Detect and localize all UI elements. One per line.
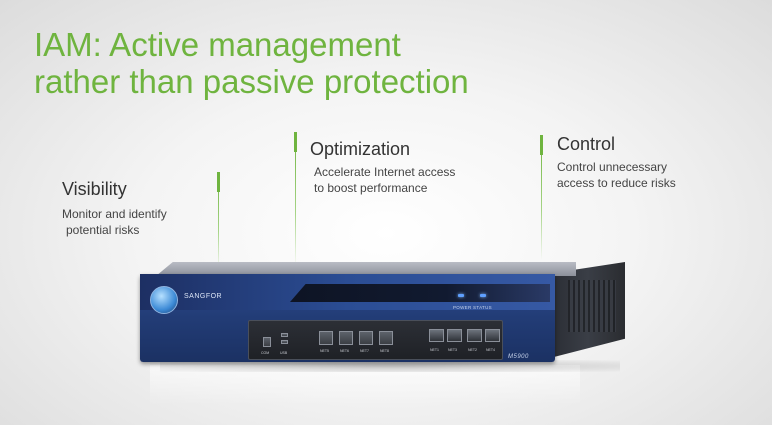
feature-visibility: Visibility Monitor and identify potentia… (62, 178, 167, 238)
network-appliance-image: SANGFOR POWER STATUS COM USB NET5 NET6 N… (140, 262, 625, 372)
headline-line-2: rather than passive protection (34, 63, 469, 100)
feature-optimization-desc-line-1: Accelerate Internet access (314, 165, 456, 179)
usb-port-icon (281, 340, 288, 344)
feature-optimization-desc-line-2: to boost performance (314, 181, 428, 195)
headline-line-1: IAM: Active management (34, 26, 401, 63)
appliance-vents (568, 280, 616, 332)
net2-port-label: NET2 (468, 348, 477, 352)
feature-control-desc-line-1: Control unnecessary (557, 160, 668, 174)
appliance-top-panel (156, 262, 576, 276)
feature-visibility-desc-line-2: potential risks (66, 223, 140, 237)
net7-port-label: NET7 (360, 349, 369, 353)
optimization-pointer-line (294, 132, 297, 267)
net7-port-icon (359, 331, 373, 345)
appliance-shadow (160, 360, 620, 372)
net5-port-label: NET5 (320, 349, 329, 353)
net1-port-icon (429, 329, 444, 342)
net1-port-label: NET1 (430, 348, 439, 352)
net3-port-label: NET3 (448, 348, 457, 352)
brand-label: SANGFOR (184, 293, 223, 300)
floor-reflection (150, 365, 580, 405)
com-port-label: COM (261, 351, 270, 355)
net8-port-label: NET8 (380, 349, 389, 353)
com-port-icon (263, 337, 271, 347)
feature-control: Control Control unnecessary access to re… (557, 133, 676, 191)
net6-port-icon (339, 331, 353, 345)
net3-port-icon (447, 329, 462, 342)
net8-port-icon (379, 331, 393, 345)
control-pointer-line (540, 135, 543, 260)
feature-control-desc-line-2: access to reduce risks (557, 176, 676, 190)
feature-optimization-title: Optimization (310, 139, 411, 159)
feature-control-description: Control unnecessary access to reduce ris… (557, 159, 676, 191)
feature-visibility-title: Visibility (62, 179, 127, 199)
headline: IAM: Active management rather than passi… (34, 26, 469, 100)
port-panel: COM USB NET5 NET6 NET7 NET8 NET1 NET3 NE… (248, 320, 503, 360)
model-label: M5900 (508, 354, 529, 360)
status-led-icon (480, 294, 486, 297)
usb-port-icon (281, 333, 288, 337)
sangfor-logo-icon (150, 286, 178, 314)
net4-port-icon (485, 329, 500, 342)
feature-control-title: Control (557, 134, 616, 154)
feature-optimization-description: Accelerate Internet access to boost perf… (310, 164, 455, 196)
net2-port-icon (467, 329, 482, 342)
feature-optimization: Optimization Accelerate Internet access … (310, 138, 455, 196)
usb-port-label: USB (280, 351, 288, 355)
feature-visibility-desc-line-1: Monitor and identify (62, 207, 167, 221)
net5-port-icon (319, 331, 333, 345)
net4-port-label: NET4 (486, 348, 495, 352)
visibility-pointer-line (217, 172, 220, 270)
net6-port-label: NET6 (340, 349, 349, 353)
led-labels: POWER STATUS (453, 305, 492, 310)
appliance-dark-stripe (290, 284, 550, 302)
feature-visibility-description: Monitor and identify potential risks (62, 206, 167, 238)
power-led-icon (458, 294, 464, 297)
